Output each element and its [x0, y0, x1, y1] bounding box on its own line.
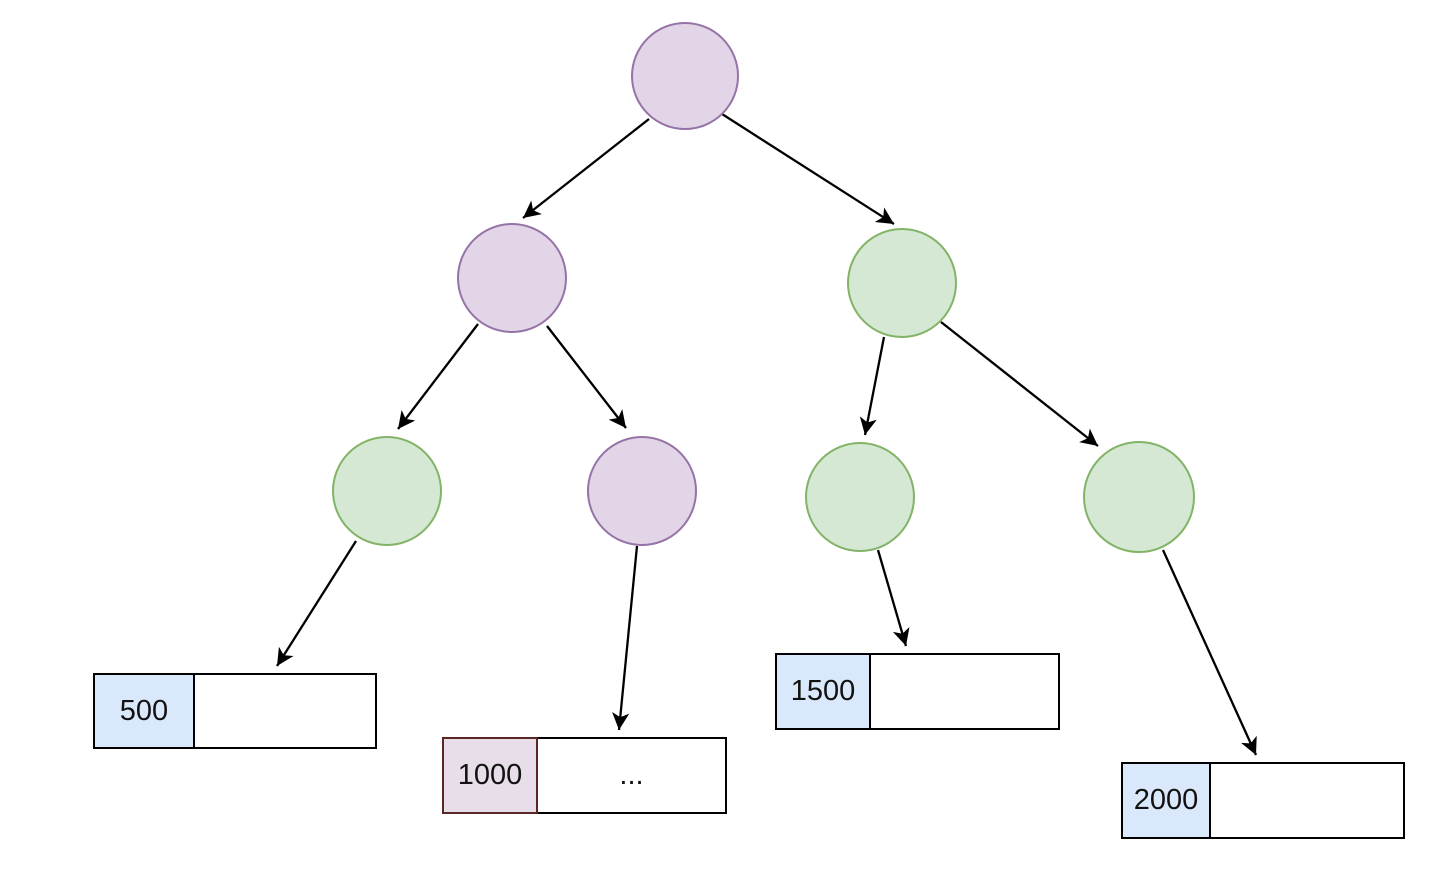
edge-right-left-to-leaf-1500: [876, 549, 910, 647]
edge-root-to-right: [721, 113, 895, 225]
leaf-box-2000: 2000: [1121, 762, 1405, 839]
edge-left-to-left-left: [397, 323, 479, 430]
leaf-key-cell: 2000: [1121, 762, 1211, 839]
edge-left-to-left-right: [546, 325, 627, 429]
tree-node-right: [847, 228, 957, 338]
leaf-box-1500: 1500: [775, 653, 1060, 730]
leaf-key-cell-marked: 1000: [442, 737, 538, 814]
leaf-value-cell: [195, 673, 377, 749]
leaf-key-cell: 1500: [775, 653, 871, 730]
tree-node-left: [457, 223, 567, 333]
edge-right-to-right-left: [859, 336, 886, 436]
leaf-box-1000: 1000 ...: [442, 737, 727, 814]
tree-node-root: [631, 22, 739, 130]
leaf-value-cell: [871, 653, 1060, 730]
tree-node-left-left: [332, 436, 442, 546]
edge-left-right-to-leaf-1000: [612, 545, 639, 731]
edge-root-to-left: [522, 118, 650, 219]
edge-right-to-right-right: [940, 321, 1099, 447]
leaf-value-cell: ...: [538, 737, 727, 814]
leaf-key-cell: 500: [93, 673, 195, 749]
leaf-value-cell: [1211, 762, 1405, 839]
tree-node-right-right: [1083, 441, 1195, 553]
edge-right-right-to-leaf-2000: [1161, 549, 1258, 756]
tree-node-left-right: [587, 436, 697, 546]
tree-node-right-left: [805, 442, 915, 552]
leaf-box-500: 500: [93, 673, 377, 749]
edge-left-left-to-leaf-500: [276, 540, 357, 667]
